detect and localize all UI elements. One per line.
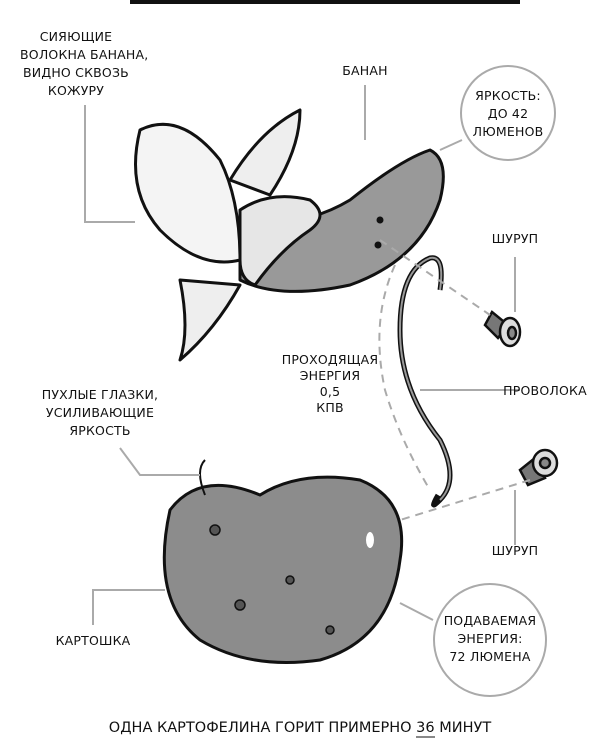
label-banana-fibers: СИЯЮЩИЕ ВОЛОКНА БАНАНА, ВИДНО СКВОЗЬ КОЖ… (20, 28, 149, 100)
label-screw-bottom: ШУРУП (491, 543, 539, 558)
energy-dashes (378, 239, 531, 521)
label-brightness: ЯРКОСТЬ: ДО 42 ЛЮМЕНОВ (468, 87, 548, 141)
label-line: ЛЮМЕНОВ (472, 124, 544, 139)
label-line: ЭНЕРГИЯ (299, 368, 361, 383)
label-wire: ПРОВОЛОКА (503, 383, 587, 398)
screw-bottom-drawing (518, 448, 559, 487)
caption-number: 36 (416, 720, 435, 738)
label-line: ПОДАВАЕМАЯ (443, 613, 537, 628)
label-line: ЯРКОСТЬ (69, 423, 131, 438)
label-line: ВИДНО СКВОЗЬ (23, 65, 129, 80)
label-line: УСИЛИВАЮЩИЕ (45, 405, 155, 420)
caption-text-end: МИНУТ (434, 720, 492, 736)
label-line: СИЯЮЩИЕ (39, 29, 113, 44)
label-line: КОЖУРУ (47, 83, 105, 98)
label-line: ДО 42 (487, 106, 529, 121)
label-banana: БАНАН (342, 63, 388, 78)
label-line: ЭНЕРГИЯ: (457, 631, 523, 646)
banana-drawing (134, 108, 445, 362)
label-energy-passing: ПРОХОДЯЩАЯ ЭНЕРГИЯ 0,5 КПВ (280, 352, 380, 416)
label-energy-supplied: ПОДАВАЕМАЯ ЭНЕРГИЯ: 72 ЛЮМЕНА (440, 612, 540, 666)
callout-lines (84, 65, 556, 697)
label-line: КПВ (316, 400, 344, 415)
label-eyes: ПУХЛЫЕ ГЛАЗКИ, УСИЛИВАЮЩИЕ ЯРКОСТЬ (40, 386, 160, 440)
potato-drawing (162, 459, 404, 664)
caption: ОДНА КАРТОФЕЛИНА ГОРИТ ПРИМЕРНО 36 МИНУТ (0, 720, 600, 738)
label-screw-top: ШУРУП (491, 231, 539, 246)
label-line: 72 ЛЮМЕНА (449, 649, 531, 664)
label-line: ЯРКОСТЬ: (475, 88, 541, 103)
label-line: ВОЛОКНА БАНАНА, (20, 47, 149, 62)
screw-top-drawing (483, 310, 522, 348)
label-line: ПУХЛЫЕ ГЛАЗКИ, (41, 387, 159, 402)
label-potato: КАРТОШКА (55, 633, 131, 648)
label-line: 0,5 (319, 384, 341, 399)
caption-text: ОДНА КАРТОФЕЛИНА ГОРИТ ПРИМЕРНО (108, 720, 417, 736)
label-line: ПРОХОДЯЩАЯ (281, 352, 379, 367)
top-border (130, 0, 520, 4)
